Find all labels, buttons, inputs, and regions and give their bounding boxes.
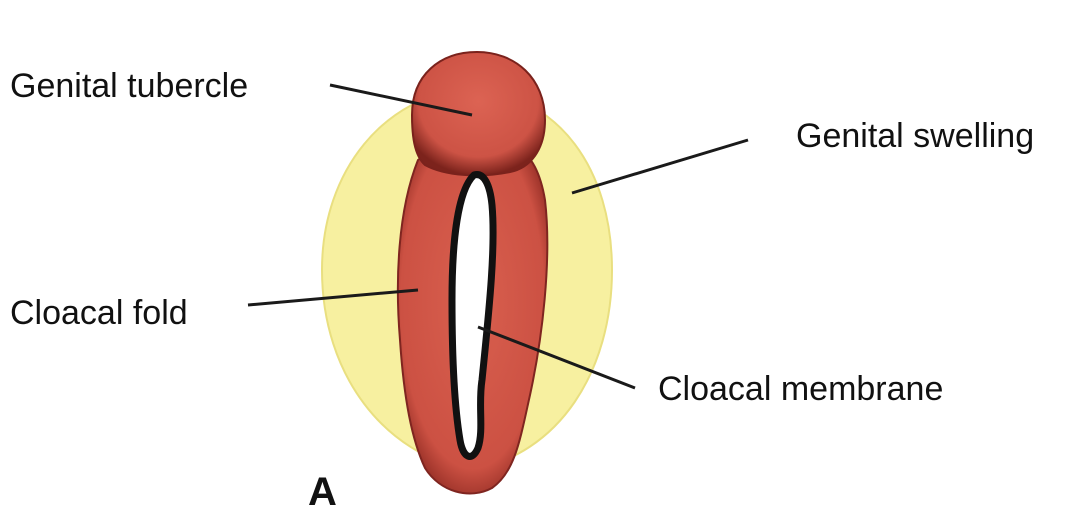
label-genital-tubercle: Genital tubercle bbox=[10, 67, 248, 105]
label-cloacal-membrane: Cloacal membrane bbox=[658, 370, 943, 408]
panel-letter: A bbox=[308, 470, 337, 512]
leader-genital-swelling bbox=[572, 140, 748, 193]
genital-tubercle-shape bbox=[412, 52, 545, 175]
label-genital-swelling: Genital swelling bbox=[796, 117, 1034, 155]
label-cloacal-fold: Cloacal fold bbox=[10, 294, 188, 332]
